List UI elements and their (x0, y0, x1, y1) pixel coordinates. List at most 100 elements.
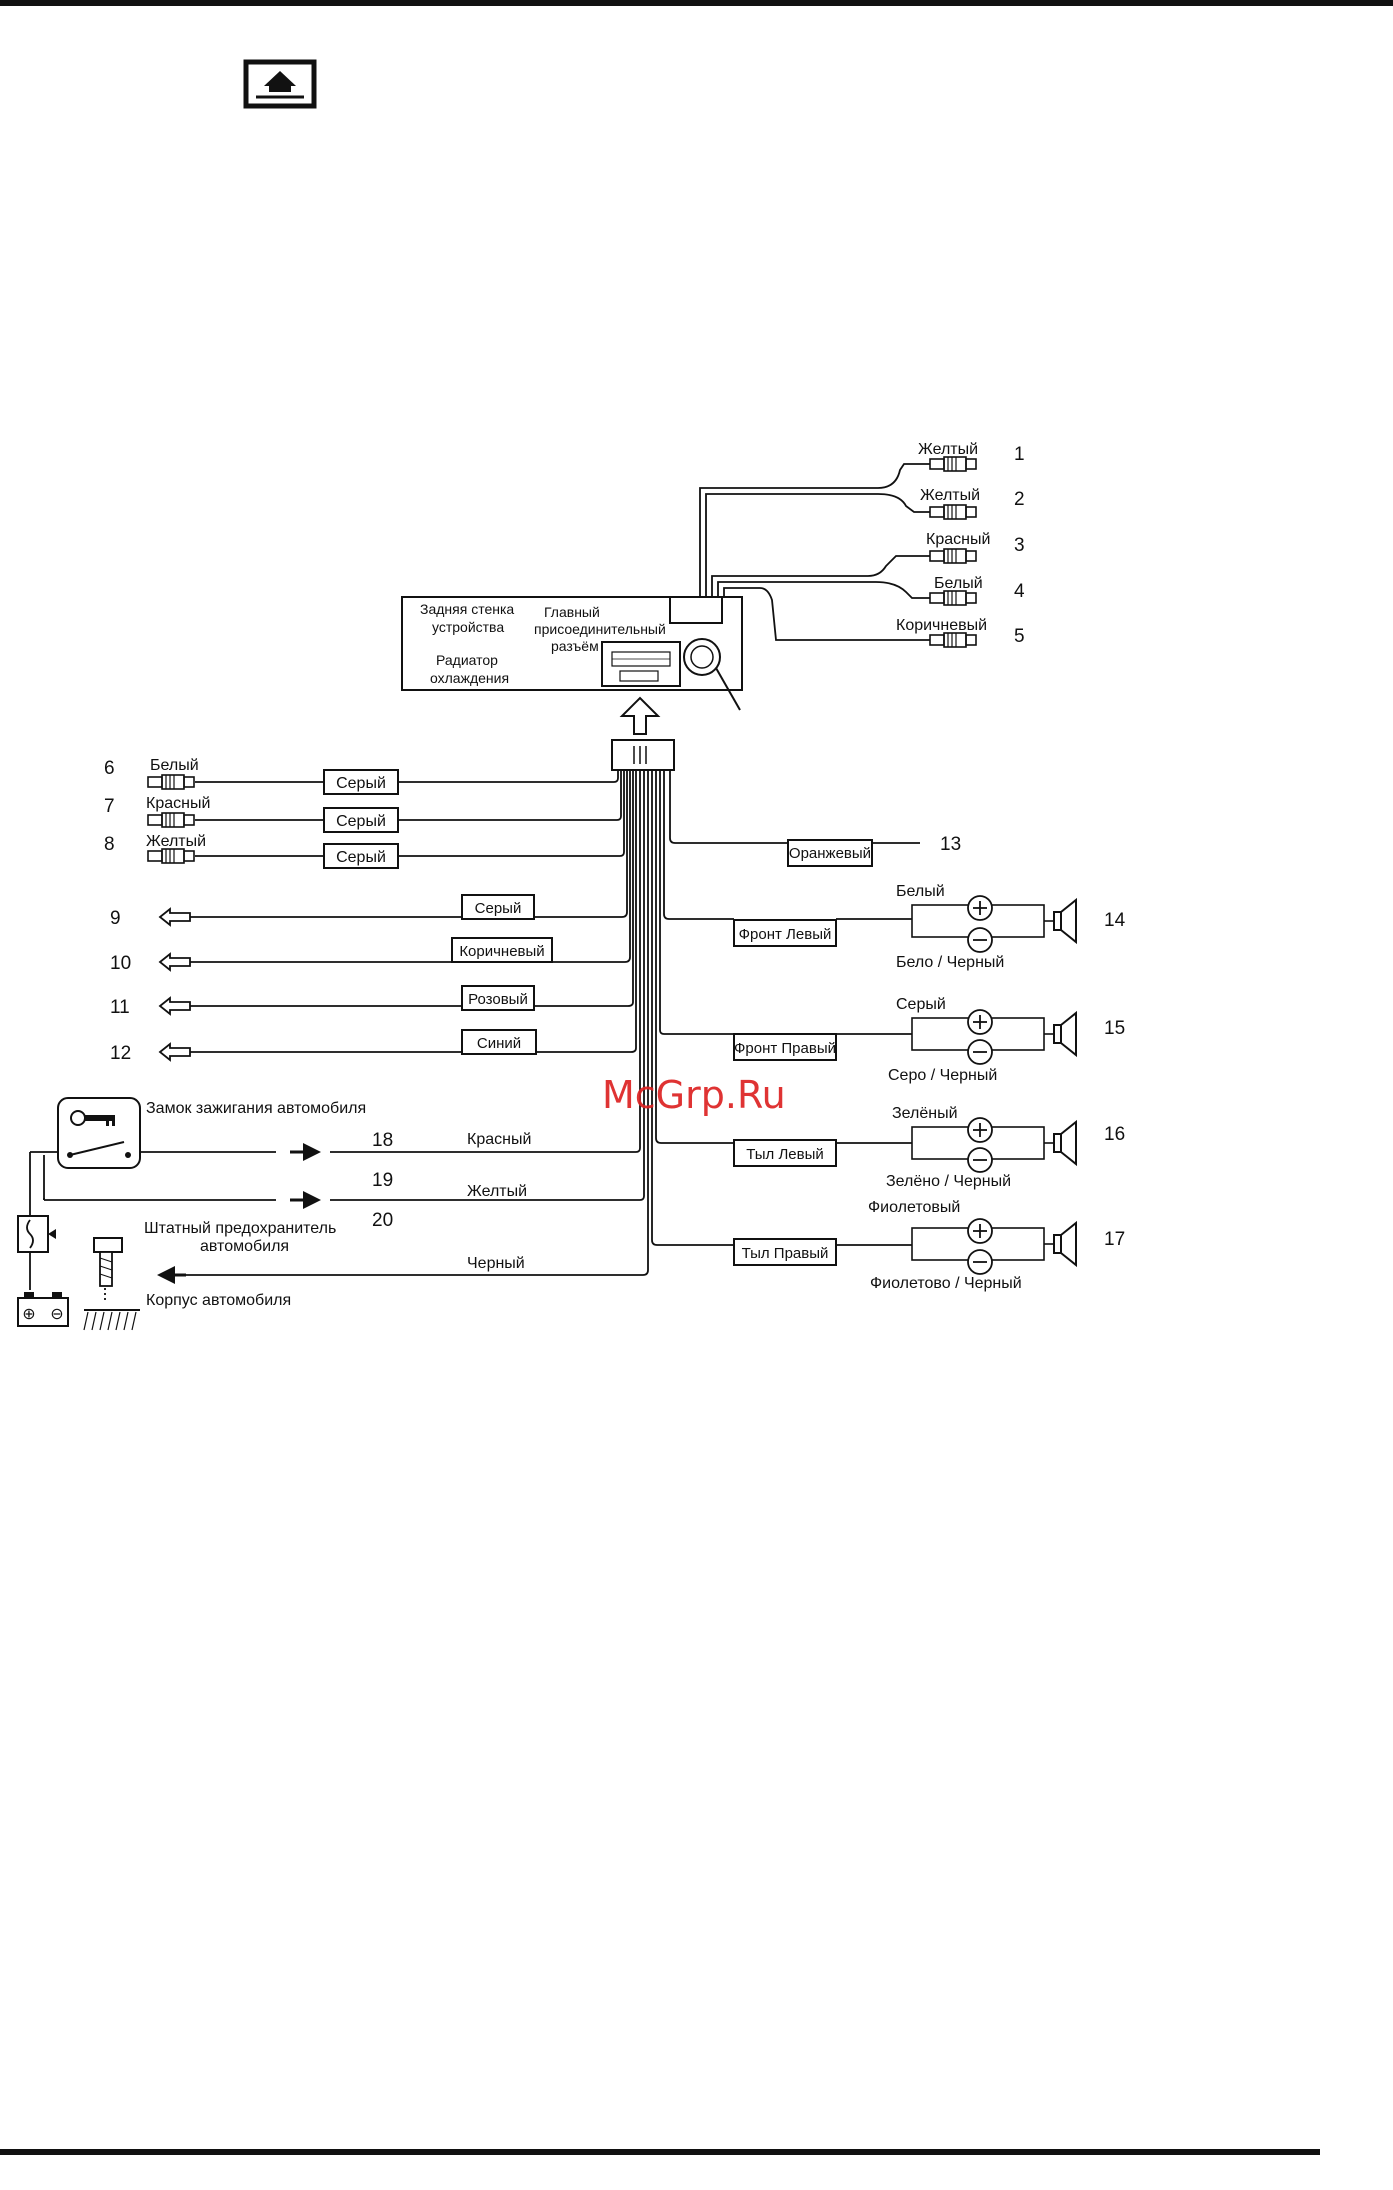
speaker-14-plus: Белый (896, 883, 945, 900)
rca-3-number: 3 (1014, 535, 1025, 556)
wire-tag-11: Розовый (461, 985, 535, 1011)
speaker-17-plus: Фиолетовый (868, 1199, 960, 1216)
main-connector-label-2: присоединительный (534, 621, 666, 637)
speaker-17: Тыл Правый Фиолетовый Фиолетово / Черный… (733, 1199, 1125, 1292)
speaker-15-plus: Серый (896, 996, 946, 1013)
battery-plus-icon: ⊕ (22, 1306, 35, 1323)
output-10-number: 10 (110, 953, 131, 974)
speaker-14: Фронт Левый Белый Бело / Черный 14 (733, 883, 1126, 971)
output-arrow-11-icon (158, 996, 191, 1016)
svg-text:Розовый: Розовый (468, 991, 528, 1008)
ignition-label: Замок зажигания автомобиля (146, 1100, 366, 1117)
heatsink-label-2: охлаждения (430, 670, 509, 686)
speaker-17-number: 17 (1104, 1229, 1125, 1250)
rca-1-color: Желтый (918, 441, 978, 458)
ground-terminal (83, 1237, 140, 1331)
svg-text:Синий: Синий (477, 1035, 521, 1052)
channel-tag-front-right (733, 1033, 837, 1061)
wire-20-number: 20 (372, 1210, 393, 1231)
top-rule (0, 0, 1393, 6)
fuse-label-2: автомобиля (200, 1238, 289, 1255)
output-11-number: 11 (110, 997, 130, 1018)
wire-tag-8: Серый (323, 843, 399, 869)
svg-text:Серый: Серый (336, 813, 386, 830)
connect-arrow-icon (619, 696, 661, 735)
speaker-15-minus: Серо / Черный (888, 1067, 997, 1084)
output-arrow-10-icon (158, 952, 191, 972)
wire-19-number: 19 (372, 1170, 393, 1191)
rca-5-number: 5 (1014, 626, 1025, 647)
svg-text:Тыл Правый: Тыл Правый (742, 1245, 829, 1262)
wire-tag-10: Коричневый (451, 937, 553, 963)
wire-tag-12: Синий (461, 1029, 537, 1055)
rca-3-color: Красный (926, 531, 990, 548)
fuse (17, 1215, 56, 1253)
bottom-rule (0, 2149, 1320, 2155)
rca-connector-1 (929, 456, 977, 472)
top-rca-cables (699, 463, 930, 641)
back-panel-label-2: устройства (432, 619, 504, 635)
back-panel-label-1: Задняя стенка (420, 601, 514, 617)
orange-13-number: 13 (940, 834, 961, 855)
harness-wires (170, 770, 920, 1276)
speaker-icon (1053, 897, 1077, 945)
speaker-icon (1053, 1010, 1077, 1058)
wire-tag-7: Серый (323, 807, 399, 833)
channel-tag-rear-right (733, 1238, 837, 1266)
output-arrows (158, 907, 191, 1062)
svg-text:Тыл Левый: Тыл Левый (746, 1146, 824, 1163)
output-arrow-12-icon (158, 1042, 191, 1062)
speaker-15: Фронт Правый Серый Серо / Черный 15 (733, 996, 1125, 1084)
wire-ground-color: Черный (467, 1255, 525, 1272)
wire-19-color: Желтый (467, 1183, 527, 1200)
main-connector-label-1: Главный (544, 604, 600, 620)
wire-tag-9: Серый (461, 894, 535, 920)
heatsink-label-1: Радиатор (436, 652, 498, 668)
rca-connector-3 (929, 548, 977, 564)
rca-connector-5 (929, 632, 977, 648)
wire-18-number: 18 (372, 1130, 393, 1151)
rca-6-number: 6 (104, 758, 115, 779)
ignition-switch: Замок зажигания автомобиля (57, 1097, 366, 1169)
battery-minus-icon: ⊖ (50, 1306, 63, 1323)
channel-tag-rear-left (733, 1139, 837, 1167)
rca-2-color: Желтый (920, 487, 980, 504)
svg-text:Оранжевый: Оранжевый (789, 845, 871, 862)
antenna-jack (683, 638, 721, 676)
key-icon (70, 1110, 115, 1126)
speaker-17-minus: Фиолетово / Черный (870, 1275, 1022, 1292)
output-9-number: 9 (110, 908, 121, 929)
wire-tag-6: Серый (323, 769, 399, 795)
rca-connector-4 (929, 590, 977, 606)
rca-connector-2 (929, 504, 977, 520)
head-unit: Задняя стенка устройства Радиатор охлажд… (401, 596, 743, 711)
eject-icon (243, 59, 317, 109)
output-arrow-9-icon (158, 907, 191, 927)
rca-7-number: 7 (104, 796, 115, 817)
rca-5-color: Коричневый (896, 617, 987, 634)
channel-tag-front-left (733, 919, 837, 947)
speaker-14-minus: Бело / Черный (896, 954, 1004, 971)
rca-6-color: Белый (150, 757, 199, 774)
svg-text:Коричневый: Коричневый (459, 943, 544, 960)
wire-tag-13: Оранжевый (787, 839, 873, 867)
speaker-icon (1053, 1220, 1077, 1268)
ground-label: Корпус автомобиля (146, 1292, 291, 1309)
rca-connector-8 (147, 848, 195, 864)
speaker-icon (1053, 1119, 1077, 1167)
speaker-16-plus: Зелёный (892, 1105, 958, 1122)
rca-4-color: Белый (934, 575, 983, 592)
svg-text:Фронт Левый: Фронт Левый (739, 926, 832, 943)
harness-plug (611, 739, 675, 771)
svg-text:Серый: Серый (336, 775, 386, 792)
rca-8-color: Желтый (146, 833, 206, 850)
speaker-16: Тыл Левый Зелёный Зелёно / Черный 16 (733, 1105, 1125, 1190)
svg-text:Серый: Серый (475, 900, 522, 917)
fuse-label-1: Штатный предохранитель (144, 1220, 336, 1237)
rca-1-number: 1 (1014, 444, 1025, 465)
rca-2-number: 2 (1014, 489, 1025, 510)
svg-text:Серый: Серый (336, 849, 386, 866)
rca-4-number: 4 (1014, 581, 1025, 602)
rca-connector-7 (147, 812, 195, 828)
